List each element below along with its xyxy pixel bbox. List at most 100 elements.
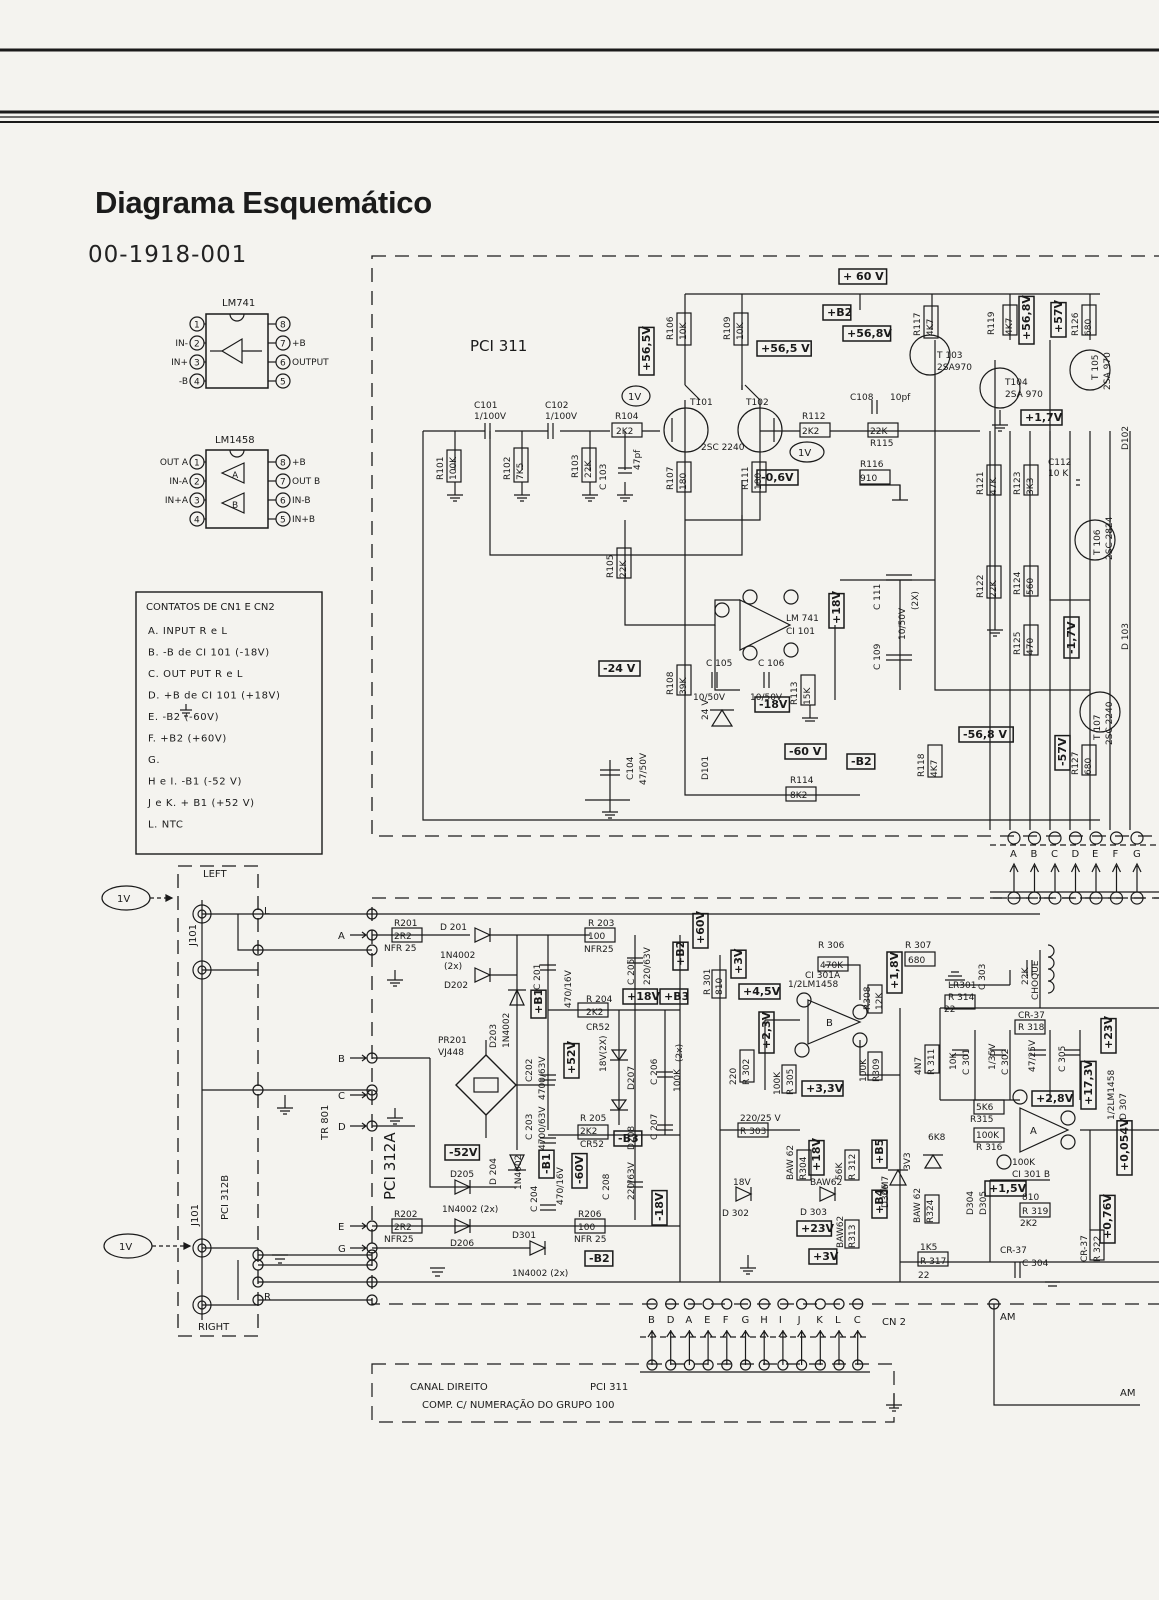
connector-pin (795, 1298, 808, 1310)
contact-item: B. -B de CI 101 (-18V) (148, 648, 270, 659)
part-label-top: R124 (1013, 571, 1023, 595)
part-label-top: 22K (619, 560, 629, 578)
part-label-top: T 106 (1093, 529, 1103, 556)
connector-pin (702, 1359, 714, 1371)
source-1v-bottom (103, 1233, 192, 1259)
part-label-top: R121 (976, 472, 986, 495)
part-label-bottom: 1N4002 (440, 951, 475, 961)
connector-pin-label: F (723, 1315, 729, 1326)
rail-label-top-14: -56,8 V (958, 726, 1014, 743)
part-label-top: C 106 (758, 659, 785, 669)
part-label-top: T 103 (936, 351, 963, 361)
part-label-top: 22K (989, 580, 999, 598)
capacitors-top (484, 400, 1080, 776)
rail-label-right-12-text: +23V (1102, 1015, 1115, 1049)
part-label-right: 680 (908, 956, 925, 966)
ground-left (277, 1095, 293, 1115)
part-label-right: CI 301 B (1012, 1170, 1050, 1180)
transistor-t103 (909, 334, 951, 376)
rail-label-right-10-text: +2,8V (1036, 1092, 1074, 1105)
rail-label-bottom-10: -18V (651, 1189, 668, 1226)
part-label-bottom: 100 (578, 1223, 595, 1233)
part-label-bottom: D301 (512, 1231, 536, 1241)
ic-pin-number: 1 (194, 459, 200, 469)
part-label-top: R115 (870, 439, 893, 449)
part-label-top: D 103 (1121, 623, 1131, 650)
rail-label-right-1-text: +4,5V (743, 985, 781, 998)
part-label-right: 2K2 (1020, 1219, 1037, 1229)
rail-label-right-8-text: +23V (801, 1222, 835, 1235)
part-label-bottom: 2K2 (580, 1127, 597, 1137)
part-label-bottom: 2R2 (394, 1223, 412, 1233)
board-pin-label: G (338, 1244, 346, 1255)
part-label-right: LR301 (948, 981, 976, 991)
part-label-right: 6K8 (928, 1133, 946, 1143)
ic-pin-label-left: IN-A (169, 477, 188, 487)
rail-label-right-0-text: +3V (732, 948, 745, 974)
opamp-label-b: B (826, 1018, 833, 1029)
part-label-bottom: C 208 (602, 1173, 612, 1200)
part-label-bottom: NFR25 (384, 1235, 414, 1245)
part-label-right: 1/35V (988, 1043, 998, 1070)
part-label-bottom: R201 (394, 919, 417, 929)
connector-pin (721, 1359, 733, 1371)
part-label-top: 4K7 (930, 760, 940, 777)
rail-label-top-5-text: +56,8V (1020, 295, 1033, 340)
part-label-right: R324 (926, 1199, 936, 1223)
part-label-top: 560 (1026, 578, 1036, 595)
board-pci311-name: PCI 311 (470, 337, 527, 355)
part-label-bottom: R206 (578, 1210, 602, 1220)
rail-label-bottom-7-text: -B1 (540, 1153, 553, 1174)
part-label-top: 47pf (633, 449, 643, 470)
part-label-right: C 304 (1022, 1259, 1049, 1269)
rail-label-top-5: +56,8V (1018, 295, 1035, 345)
grounds-right (272, 970, 1060, 1287)
part-label-top: 10K (679, 322, 689, 340)
connector-pin (852, 1359, 864, 1371)
ic-pin-label-left: IN+ (171, 358, 188, 368)
part-label-top: R111 (741, 467, 751, 490)
opamp-label-a: A (1030, 1126, 1037, 1137)
connector-pin-label: B (648, 1315, 655, 1326)
test-voltage-1v-b: 1V (798, 448, 811, 459)
rail-label-bottom-9: -B3 (613, 1130, 643, 1147)
part-label-bottom: 470/16V (556, 1166, 566, 1205)
rail-label-right-0: +3V (730, 948, 747, 979)
contact-item: F. +B2 (+60V) (148, 734, 227, 745)
part-label-bottom: 100 (588, 932, 605, 942)
part-label-right: 18V (733, 1178, 751, 1188)
rail-label-bottom-11-text: -B2 (589, 1252, 610, 1265)
part-label-bottom: D208 (627, 1126, 637, 1150)
part-label-bottom: D 201 (440, 923, 467, 933)
part-label-bottom: 220/63V (643, 946, 653, 985)
rail-label-right-14-text: +1,5V (989, 1182, 1027, 1195)
connector-pin (777, 1298, 789, 1310)
part-label-right: BAW62 (836, 1216, 846, 1248)
connector-pin (795, 1359, 808, 1371)
part-label-right: 1K5 (920, 1243, 937, 1253)
part-label-top: 7K5 (516, 463, 526, 480)
connector-pin (814, 1298, 826, 1310)
test-point-1v-a (621, 385, 651, 407)
part-label-right: C 305 (1058, 1046, 1068, 1072)
connector-pin (833, 1298, 845, 1310)
rail-label-right-3: +1,8V (886, 951, 903, 994)
part-label-top: 39K (679, 677, 689, 695)
part-label-right: CR-37 (1080, 1235, 1090, 1262)
part-label-bottom: 18V(2X) (599, 1035, 609, 1072)
part-label-bottom: (2x) (444, 962, 462, 972)
part-label-top: 1/100V (545, 412, 578, 422)
ic-pin-number: 6 (280, 359, 286, 369)
ic-pin-number: 3 (194, 497, 200, 507)
connector-pin-label: F (1113, 849, 1119, 860)
part-label-top: D102 (1121, 426, 1131, 450)
rail-label-right-4: +3,3V (801, 1080, 844, 1097)
rail-label-top-9: -24 V (598, 660, 641, 677)
part-label-top: R109 (723, 316, 733, 340)
part-label-bottom: D202 (444, 981, 468, 991)
part-label-top: 180 (754, 473, 764, 490)
rail-label-bottom-5: +52V (563, 1040, 580, 1079)
part-label-right: D 302 (722, 1209, 749, 1219)
part-label-bottom: R202 (394, 1210, 417, 1220)
